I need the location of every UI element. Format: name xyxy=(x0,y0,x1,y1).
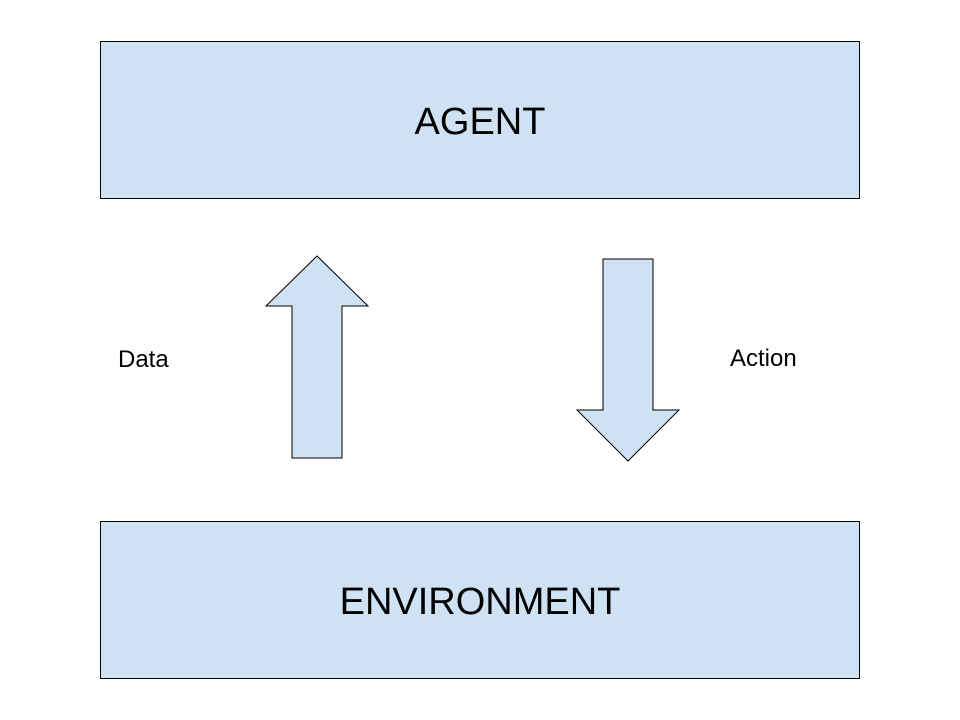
environment-box: ENVIRONMENT xyxy=(100,521,860,679)
environment-label: ENVIRONMENT xyxy=(339,580,621,623)
action-down-arrow xyxy=(575,258,681,462)
agent-box: AGENT xyxy=(100,41,860,199)
agent-label: AGENT xyxy=(414,100,546,143)
action-label: Action xyxy=(730,345,797,372)
data-up-arrow xyxy=(264,255,370,459)
data-label: Data xyxy=(118,346,169,373)
